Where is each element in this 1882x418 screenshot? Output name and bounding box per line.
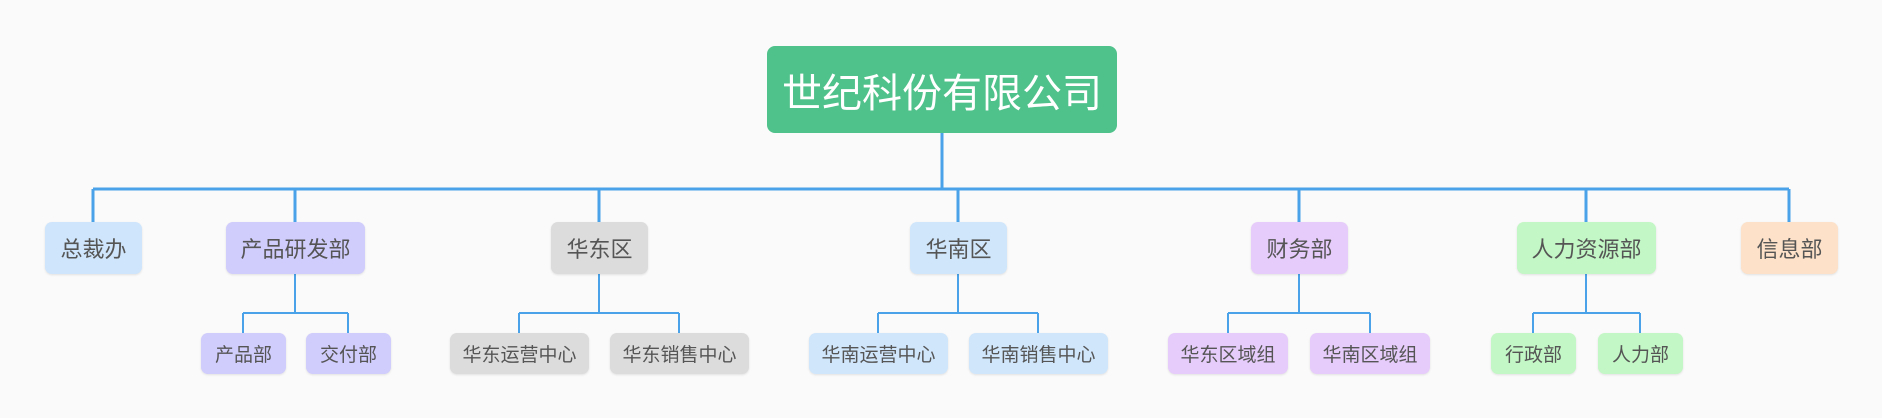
subdept-node-south-ops[interactable]: 华南运营中心 bbox=[809, 333, 948, 374]
dept-node-ceo-office[interactable]: 总裁办 bbox=[45, 222, 142, 274]
subdept-node-product[interactable]: 产品部 bbox=[201, 333, 286, 374]
subdept-node-delivery[interactable]: 交付部 bbox=[306, 333, 391, 374]
subdept-node-east-group[interactable]: 华东区域组 bbox=[1168, 333, 1288, 374]
subdept-node-admin[interactable]: 行政部 bbox=[1491, 333, 1576, 374]
subdept-node-south-sales[interactable]: 华南销售中心 bbox=[969, 333, 1108, 374]
dept-node-product-rnd[interactable]: 产品研发部 bbox=[226, 222, 365, 274]
dept-node-hr[interactable]: 人力资源部 bbox=[1517, 222, 1656, 274]
subdept-node-east-sales[interactable]: 华东销售中心 bbox=[610, 333, 749, 374]
subdept-node-personnel[interactable]: 人力部 bbox=[1598, 333, 1683, 374]
dept-node-south-region[interactable]: 华南区 bbox=[910, 222, 1007, 274]
dept-node-info[interactable]: 信息部 bbox=[1741, 222, 1838, 274]
root-node-company[interactable]: 世纪科份有限公司 bbox=[767, 46, 1117, 133]
subdept-node-south-group[interactable]: 华南区域组 bbox=[1310, 333, 1430, 374]
subdept-node-east-ops[interactable]: 华东运营中心 bbox=[450, 333, 589, 374]
dept-node-east-region[interactable]: 华东区 bbox=[551, 222, 648, 274]
dept-node-finance[interactable]: 财务部 bbox=[1251, 222, 1348, 274]
